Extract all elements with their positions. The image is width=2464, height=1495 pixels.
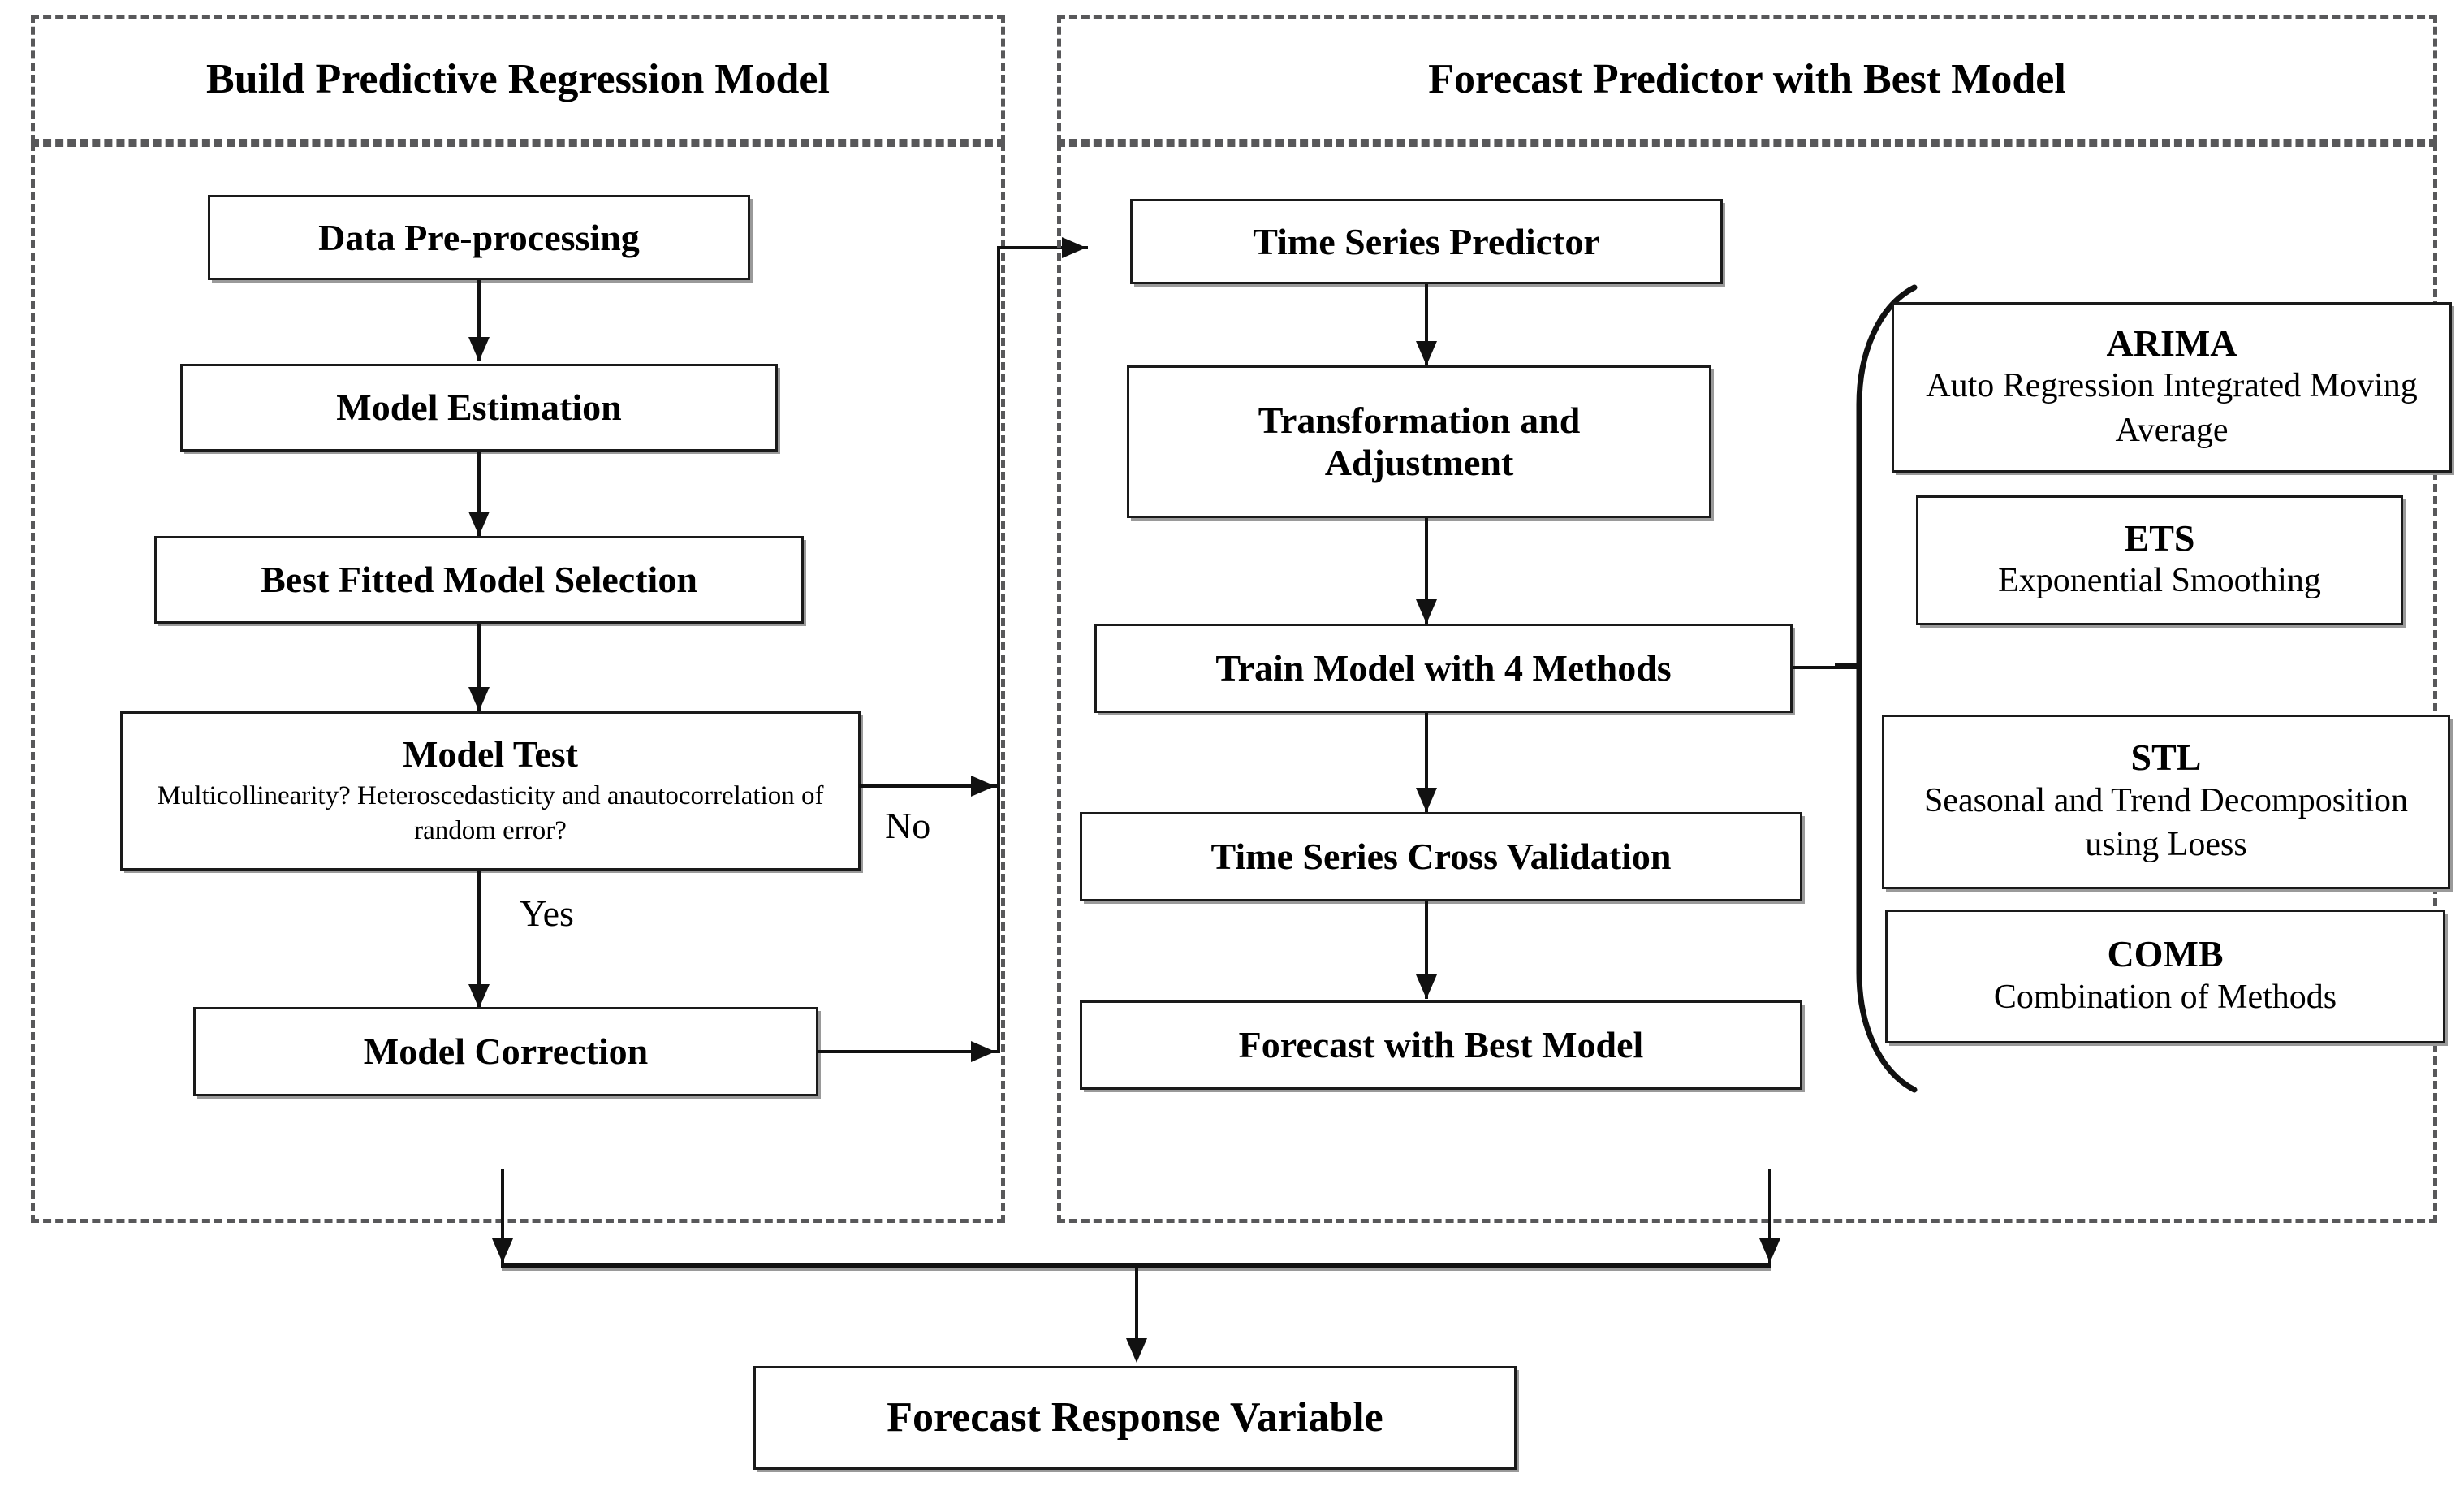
box-method-comb[interactable]: COMB Combination of Methods <box>1885 910 2445 1043</box>
box-title: Time Series Predictor <box>1253 220 1600 262</box>
arrow-right-icon <box>971 1041 995 1062</box>
panel-forecast-predictor-body-frame <box>1057 143 2437 1223</box>
connector-line <box>477 452 481 536</box>
connector-line <box>477 624 481 711</box>
connector-line <box>1793 666 1858 669</box>
box-title: Time Series Cross Validation <box>1210 836 1672 878</box>
method-expansion: Seasonal and Trend Decomposition using L… <box>1923 781 2409 864</box>
box-title: Best Fitted Model Selection <box>261 559 697 601</box>
box-transformation-and-adjustment[interactable]: Transformation and Adjustment <box>1127 365 1711 518</box>
box-model-correction[interactable]: Model Correction <box>193 1007 818 1096</box>
arrow-down-icon <box>468 512 490 536</box>
panel-forecast-predictor-title: Forecast Predictor with Best Model <box>1428 55 2066 102</box>
edge-label-yes: Yes <box>520 892 574 934</box>
connector-line <box>1425 284 1428 365</box>
box-data-pre-processing[interactable]: Data Pre-processing <box>208 195 750 280</box>
connector-line <box>859 784 1000 788</box>
box-method-ets[interactable]: ETS Exponential Smoothing <box>1916 495 2403 625</box>
methods-group-brace-icon <box>1827 283 1924 1095</box>
box-time-series-predictor[interactable]: Time Series Predictor <box>1130 199 1723 284</box>
arrow-down-icon <box>1759 1238 1780 1263</box>
arrow-down-icon <box>468 337 490 361</box>
arrow-down-icon <box>1416 788 1437 812</box>
connector-line <box>817 1050 1000 1053</box>
box-title: Train Model with 4 Methods <box>1215 647 1672 689</box>
method-expansion: Exponential Smoothing <box>1998 562 2321 600</box>
arrow-down-icon <box>1416 599 1437 624</box>
box-title: Forecast with Best Model <box>1238 1024 1644 1066</box>
arrow-right-icon <box>971 776 995 797</box>
box-model-estimation[interactable]: Model Estimation <box>180 364 778 452</box>
panel-forecast-predictor-header-frame <box>1057 15 2437 143</box>
connector-line <box>1768 1169 1771 1263</box>
box-forecast-with-best-model[interactable]: Forecast with Best Model <box>1080 1000 1802 1090</box>
box-method-arima[interactable]: ARIMA Auto Regression Integrated Moving … <box>1892 302 2452 473</box>
edge-label-no: No <box>885 805 931 846</box>
box-method-stl[interactable]: STL Seasonal and Trend Decomposition usi… <box>1882 715 2450 889</box>
connector-line <box>1425 713 1428 812</box>
box-title: Data Pre-processing <box>318 216 640 258</box>
box-model-test[interactable]: Model Test Multicollinearity? Heterosced… <box>120 711 861 871</box>
connector-line <box>1425 901 1428 999</box>
box-title: Model Estimation <box>336 387 622 429</box>
method-acronym: COMB <box>2107 933 2224 975</box>
method-acronym: STL <box>2130 737 2202 779</box>
box-train-model-with-4-methods[interactable]: Train Model with 4 Methods <box>1094 624 1793 713</box>
connector-line <box>477 871 481 1009</box>
box-title: Transformation and Adjustment <box>1258 400 1581 483</box>
arrow-down-icon <box>1126 1338 1147 1363</box>
panel-build-regression-body-frame <box>31 143 1005 1223</box>
arrow-down-icon <box>468 687 490 711</box>
connector-line <box>997 246 1000 1053</box>
box-best-fitted-model-selection[interactable]: Best Fitted Model Selection <box>154 536 804 624</box>
arrow-down-icon <box>492 1238 513 1263</box>
arrow-down-icon <box>1416 341 1437 365</box>
connector-line <box>477 280 481 361</box>
box-forecast-response-variable[interactable]: Forecast Response Variable <box>753 1366 1517 1470</box>
box-subtitle: Multicollinearity? Heteroscedasticity an… <box>157 780 824 845</box>
method-expansion: Auto Regression Integrated Moving Averag… <box>1926 367 2418 449</box>
connector-line <box>1425 518 1428 624</box>
connector-line <box>997 246 1088 249</box>
panel-build-regression-header-frame <box>31 15 1005 143</box>
method-acronym: ARIMA <box>2106 322 2237 364</box>
connector-line <box>1135 1268 1138 1358</box>
panel-build-regression-title: Build Predictive Regression Model <box>206 55 830 102</box>
method-expansion: Combination of Methods <box>1993 978 2337 1016</box>
box-title: Model Test <box>403 733 578 776</box>
box-title: Forecast Response Variable <box>887 1393 1383 1441</box>
merge-bar <box>501 1263 1771 1268</box>
box-title: Model Correction <box>363 1031 649 1073</box>
arrow-down-icon <box>1416 974 1437 999</box>
arrow-down-icon <box>468 984 490 1009</box>
method-acronym: ETS <box>2124 516 2195 559</box>
arrow-right-icon <box>1062 237 1086 258</box>
box-time-series-cross-validation[interactable]: Time Series Cross Validation <box>1080 812 1802 901</box>
connector-line <box>501 1169 504 1263</box>
